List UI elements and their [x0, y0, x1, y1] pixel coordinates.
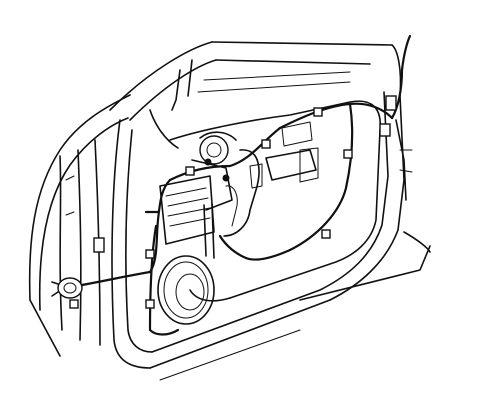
pillar-hole: [69, 299, 79, 309]
grommet-connector: [51, 277, 83, 299]
window-frame: [109, 41, 393, 149]
body-hinge-pillar: [28, 94, 131, 357]
rear-edge-harness: [395, 119, 413, 201]
wiring-harness: [74, 34, 412, 336]
door-sill: [159, 231, 431, 381]
inner-panel: [169, 100, 381, 302]
harness-clips: [145, 95, 397, 309]
hinge-slot: [93, 237, 105, 253]
regulator-module: [159, 131, 238, 259]
speaker: [157, 255, 215, 325]
motor-gear: [199, 135, 229, 165]
access-hole: [299, 147, 319, 183]
door-outer-shell: [111, 44, 405, 369]
